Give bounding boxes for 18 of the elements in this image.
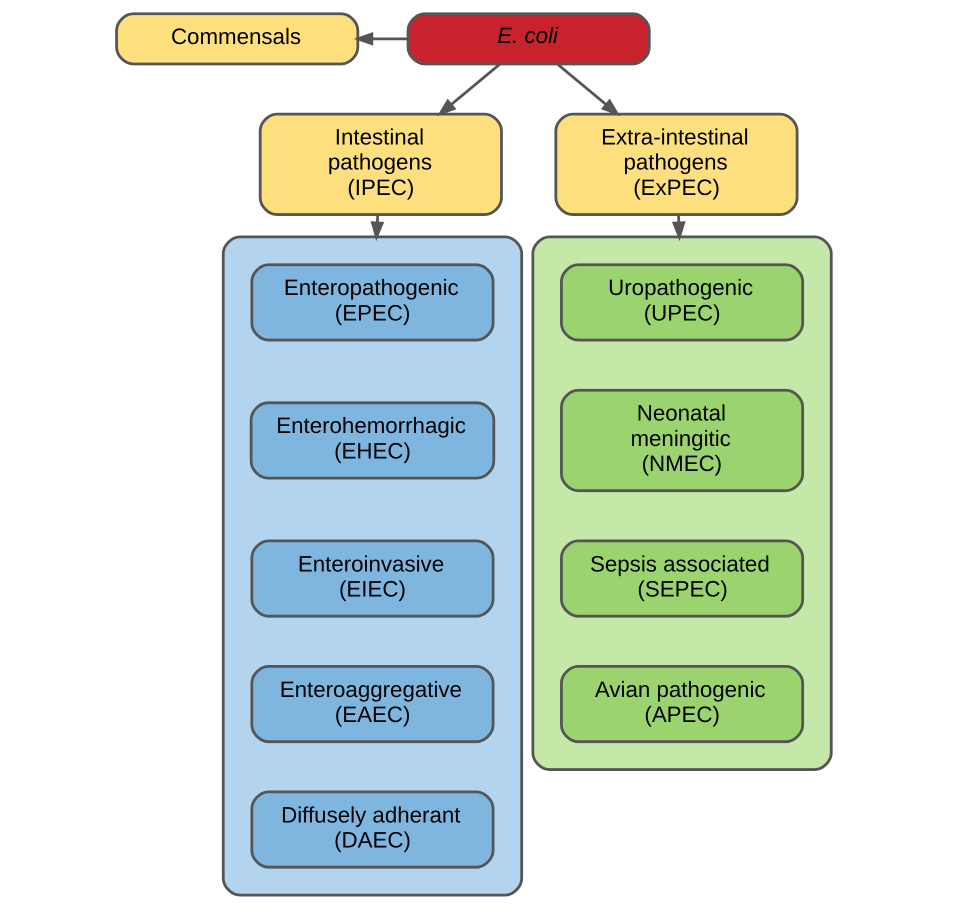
node-box: Avian pathogenic (APEC) xyxy=(560,665,804,744)
node-box: E. coli xyxy=(406,12,651,66)
node-box: Commensals xyxy=(115,12,360,66)
cluster xyxy=(531,235,833,771)
cluster xyxy=(222,235,524,896)
node-box: Enteropathogenic (EPEC) xyxy=(250,263,494,342)
node-box: Enteroinvasive (EIEC) xyxy=(250,539,494,618)
node-box: Sepsis associated (SEPEC) xyxy=(560,539,804,618)
arrow xyxy=(556,63,620,116)
node-box: Extra-intestinal pathogens (ExPEC) xyxy=(554,112,798,216)
node-box: Neonatal meningitic (NMEC) xyxy=(560,388,804,492)
node-box: Uropathogenic (UPEC) xyxy=(560,263,804,342)
node-box: Enteroaggregative (EAEC) xyxy=(250,665,494,744)
node-box: Enterohemorrhagic (EHEC) xyxy=(250,401,496,480)
arrow xyxy=(354,32,408,46)
node-box: Diffusely adherant (DAEC) xyxy=(250,790,494,869)
node-box: Intestinal pathogens (IPEC) xyxy=(258,112,503,216)
arrow xyxy=(436,63,501,116)
